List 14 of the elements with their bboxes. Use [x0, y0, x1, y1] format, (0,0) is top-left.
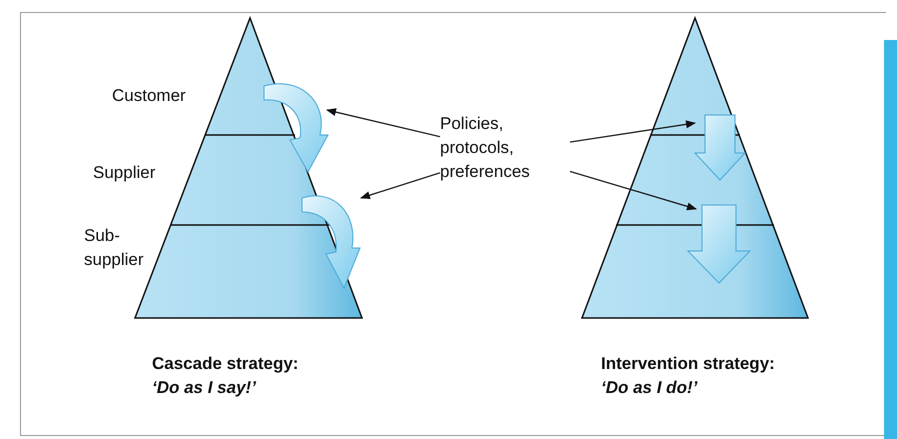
strategy-caption: Cascade strategy: — [152, 353, 300, 375]
leader-line — [570, 120, 696, 143]
strategy-caption: Intervention strategy: — [601, 353, 776, 375]
tier-label: Sub- supplier — [84, 225, 144, 271]
strategy-slogan: ‘Do as I say!’ — [152, 377, 257, 399]
leader-line — [360, 172, 440, 200]
tier-label: Customer — [112, 85, 187, 107]
arrow-icon — [688, 205, 750, 283]
arrow-icon — [695, 115, 745, 180]
leader-line — [326, 108, 440, 138]
tier-label: Supplier — [93, 162, 156, 184]
leader-line — [570, 170, 697, 210]
strategy-slogan: ‘Do as I do!’ — [601, 377, 698, 399]
callout-text: Policies, protocols, preferences — [440, 112, 570, 192]
